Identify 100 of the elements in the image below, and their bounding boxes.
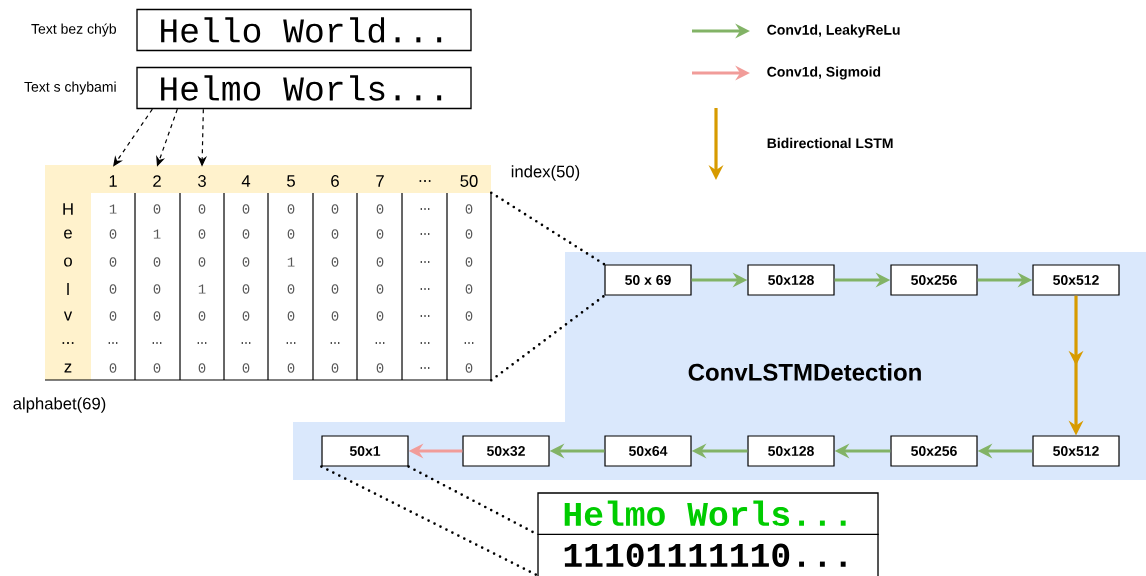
table-cell: 0: [376, 257, 384, 267]
row-header: z: [64, 363, 72, 373]
arrow: [113, 108, 153, 167]
column-header: 50: [460, 175, 478, 187]
table-cell: 0: [287, 363, 295, 373]
table-cell: 0: [198, 204, 206, 214]
layer-box: 50x32: [462, 435, 550, 467]
table-cell: 0: [109, 363, 117, 373]
table-cell: 0: [376, 204, 384, 214]
layer-box: 50x128: [747, 264, 835, 296]
table-cell: 0: [331, 363, 339, 373]
table-cell: ...: [420, 208, 430, 210]
table-cell: 0: [331, 204, 339, 214]
table-cell: ...: [330, 342, 340, 344]
column-header: ...: [419, 180, 431, 182]
row-header: ...: [62, 342, 74, 344]
layer-box: 50x256: [890, 435, 978, 467]
table-cell: ...: [108, 342, 118, 344]
side-label: Text bez chýb: [31, 23, 116, 37]
legend-label: Conv1d, Sigmoid: [767, 66, 881, 80]
leader-line: [489, 294, 606, 382]
table-cell: ...: [152, 342, 162, 344]
layer-box: 50x1: [321, 435, 409, 467]
table-cell: 0: [376, 363, 384, 373]
text-box: Hello World...: [136, 8, 472, 52]
table-cell: ...: [420, 367, 430, 369]
table-cell: 0: [376, 311, 384, 321]
table-cell: 0: [376, 284, 384, 294]
table-cell: 1: [198, 284, 206, 294]
table-cell: 0: [153, 363, 161, 373]
layer-box: 50x256: [890, 264, 978, 296]
table-cell: 0: [465, 229, 473, 239]
row-header: e: [64, 229, 72, 239]
table-cell: 0: [465, 257, 473, 267]
table-cell: 0: [198, 363, 206, 373]
table-cell: 0: [242, 204, 250, 214]
table-cell: ...: [420, 315, 430, 317]
table-cell: 0: [465, 363, 473, 373]
table-cell: 0: [465, 284, 473, 294]
axis-label: index(50): [511, 165, 580, 181]
table-cell: ...: [375, 342, 385, 344]
table-cell: 0: [465, 204, 473, 214]
column-header: 7: [376, 175, 384, 187]
table-cell: 1: [287, 257, 295, 267]
table-cell: 0: [242, 284, 250, 294]
column-header: 3: [198, 175, 206, 187]
table-cell: 0: [331, 257, 339, 267]
side-label: Text s chybami: [24, 81, 116, 95]
table: [44, 165, 492, 381]
table-cell: 0: [287, 284, 295, 294]
row-header: o: [64, 257, 72, 267]
table-cell: 0: [331, 284, 339, 294]
table-cell: 0: [153, 311, 161, 321]
table-cell: ...: [420, 342, 430, 344]
text-box: Helmo Worls...: [136, 66, 472, 110]
table-cell: ...: [420, 261, 430, 263]
layer-box: 50 x 69: [604, 264, 692, 296]
table-cell: 0: [242, 363, 250, 373]
table-cell: 0: [153, 204, 161, 214]
table-cell: 0: [109, 284, 117, 294]
table-cell: ...: [420, 288, 430, 290]
table-cell: 1: [153, 229, 161, 239]
axis-label: alphabet(69): [13, 397, 106, 413]
table-cell: ...: [197, 342, 207, 344]
legend-label: Conv1d, LeakyReLu: [767, 24, 900, 38]
layer-box: 50x64: [604, 435, 692, 467]
column-header: 1: [109, 175, 117, 187]
table-cell: 0: [287, 204, 295, 214]
table-cell: 0: [287, 229, 295, 239]
leader-line: [489, 191, 606, 266]
table-cell: 0: [376, 229, 384, 239]
row-header: H: [63, 203, 73, 215]
table-cell: 0: [109, 311, 117, 321]
table-cell: 0: [465, 311, 473, 321]
table-cell: 0: [109, 257, 117, 267]
table-cell: 0: [153, 284, 161, 294]
table-cell: 0: [198, 311, 206, 321]
layer-box: 50x512: [1032, 435, 1120, 467]
table-cell: 0: [153, 257, 161, 267]
layer-box: 50x128: [747, 435, 835, 467]
table-cell: ...: [464, 342, 474, 344]
column-header: 6: [331, 175, 339, 187]
column-header: 4: [241, 175, 251, 187]
table-cell: ...: [241, 342, 251, 344]
table-cell: 0: [109, 229, 117, 239]
table-cell: ...: [286, 342, 296, 344]
layer-box: 50x512: [1032, 264, 1120, 296]
row-header: v: [63, 311, 73, 321]
column-header: 2: [153, 175, 161, 187]
table-cell: 0: [242, 311, 250, 321]
legend-label: Bidirectional LSTM: [767, 137, 893, 149]
table-cell: ...: [420, 233, 430, 235]
table-cell: 0: [242, 229, 250, 239]
row-header: l: [67, 282, 69, 296]
table-cell: 0: [198, 257, 206, 267]
table-cell: 0: [331, 311, 339, 321]
leader-line: [320, 465, 539, 576]
table-cell: 0: [198, 229, 206, 239]
table-cell: 1: [109, 204, 117, 214]
table-cell: 0: [287, 311, 295, 321]
